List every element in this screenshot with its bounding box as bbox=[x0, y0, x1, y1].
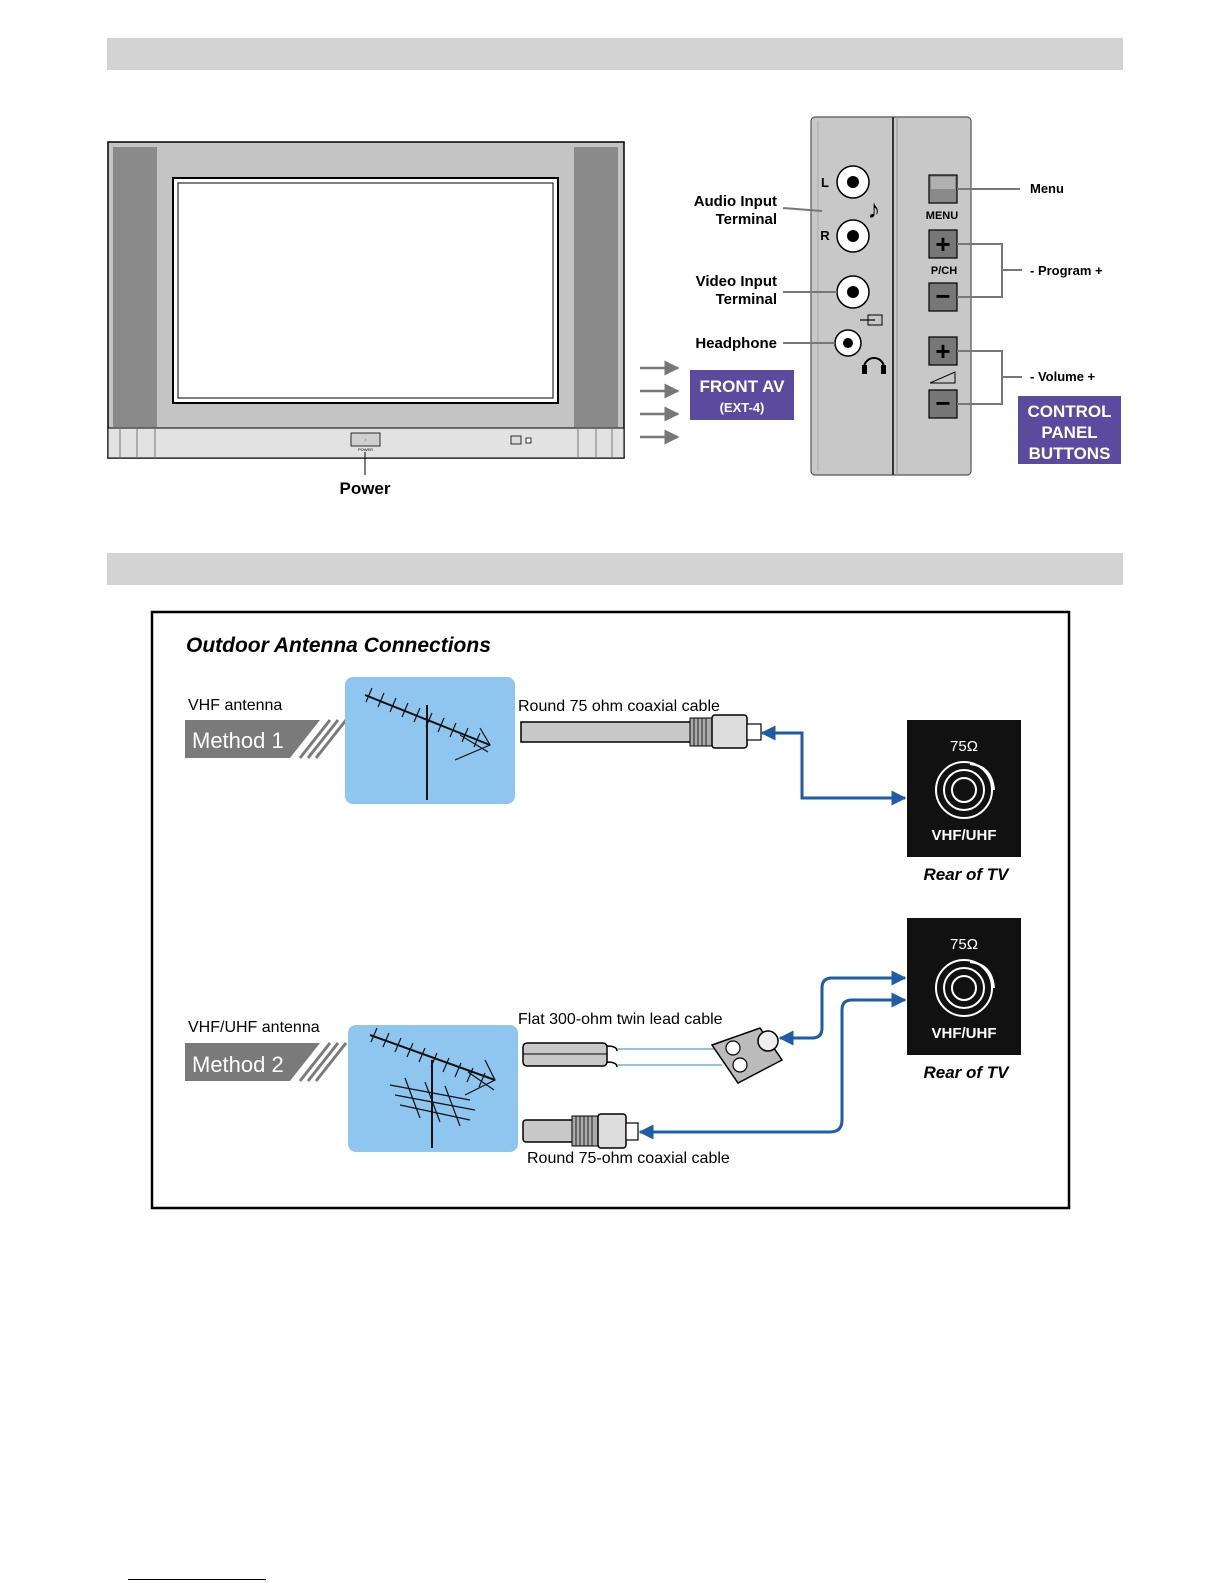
pch-button-text: P/CH bbox=[931, 265, 957, 277]
audio-input-label: Audio Input Terminal bbox=[694, 193, 777, 228]
vhf-uhf-antenna-image bbox=[348, 1025, 518, 1152]
vhf-antenna-image bbox=[345, 677, 515, 804]
headphone-icon bbox=[862, 357, 886, 374]
volume-plus-button[interactable]: + bbox=[928, 336, 958, 366]
svg-text:+: + bbox=[935, 229, 950, 259]
headphone-jack[interactable] bbox=[834, 329, 862, 357]
power-button-text: POWER bbox=[358, 447, 373, 452]
program-minus-button[interactable]: − bbox=[928, 281, 958, 312]
method1-cable-label: Round 75 ohm coaxial cable bbox=[518, 698, 720, 715]
svg-text:CONTROL: CONTROL bbox=[1027, 402, 1111, 421]
svg-text:Audio Input: Audio Input bbox=[694, 193, 777, 210]
program-label: - Program + bbox=[1030, 263, 1103, 278]
vhf-uhf-antenna-label: VHF/UHF antenna bbox=[188, 1019, 320, 1036]
volume-minus-button[interactable]: − bbox=[928, 388, 958, 419]
coax-cable-method2 bbox=[522, 1113, 639, 1149]
menu-label: Menu bbox=[1030, 181, 1064, 196]
right-speaker-grille bbox=[574, 147, 618, 427]
coax-cable-method1 bbox=[520, 714, 762, 749]
audio-left-jack[interactable] bbox=[836, 165, 870, 199]
footer-rule bbox=[128, 1579, 266, 1580]
music-note-icon: ♪ bbox=[868, 194, 881, 224]
svg-text:Video Input: Video Input bbox=[696, 273, 777, 290]
tv-front-view bbox=[107, 141, 625, 459]
rear-socket-2: 75Ω VHF/UHF bbox=[907, 918, 1021, 1055]
method2-badge: Method 2 bbox=[185, 1042, 348, 1082]
method1-connection-arrow bbox=[760, 725, 907, 806]
svg-text:◦: ◦ bbox=[365, 438, 367, 444]
side-av-panel bbox=[810, 116, 972, 476]
rear-of-tv-label-1: Rear of TV bbox=[923, 865, 1010, 884]
svg-text:Terminal: Terminal bbox=[716, 291, 777, 308]
menu-button-text: MENU bbox=[926, 210, 958, 222]
menu-button[interactable] bbox=[928, 174, 958, 204]
svg-text:BUTTONS: BUTTONS bbox=[1029, 444, 1111, 463]
video-input-jack[interactable] bbox=[836, 275, 870, 309]
front-av-badge: FRONT AV (EXT-4) bbox=[690, 370, 794, 420]
front-av-arrows bbox=[640, 360, 680, 445]
left-speaker-grille bbox=[113, 147, 157, 427]
audio-right-jack[interactable] bbox=[836, 219, 870, 253]
section-header-bar-antenna bbox=[107, 553, 1123, 585]
method2-flat-cable-label: Flat 300-ohm twin lead cable bbox=[518, 1011, 723, 1028]
svg-text:75Ω: 75Ω bbox=[950, 738, 978, 755]
video-input-label: Video Input Terminal bbox=[696, 273, 777, 308]
section-header-bar-top bbox=[107, 38, 1123, 70]
svg-text:+: + bbox=[935, 336, 950, 366]
volume-label: - Volume + bbox=[1030, 369, 1096, 384]
method2-coax-arrow bbox=[638, 992, 907, 1140]
rear-socket-1: 75Ω VHF/UHF bbox=[907, 720, 1021, 857]
svg-text:VHF/UHF: VHF/UHF bbox=[932, 1025, 997, 1042]
method2-round-cable-label: Round 75-ohm coaxial cable bbox=[527, 1150, 730, 1167]
svg-text:VHF/UHF: VHF/UHF bbox=[932, 827, 997, 844]
rear-of-tv-label-2: Rear of TV bbox=[923, 1063, 1010, 1082]
left-channel-label: L bbox=[821, 175, 829, 190]
right-channel-label: R bbox=[820, 228, 830, 243]
svg-text:75Ω: 75Ω bbox=[950, 936, 978, 953]
tv-screen bbox=[172, 177, 559, 404]
svg-text:Terminal: Terminal bbox=[716, 211, 777, 228]
svg-text:−: − bbox=[935, 388, 950, 418]
headphone-label: Headphone bbox=[695, 335, 777, 352]
svg-text:(EXT-4): (EXT-4) bbox=[720, 400, 765, 415]
power-label: Power bbox=[339, 479, 390, 498]
program-plus-button[interactable]: + bbox=[928, 229, 958, 259]
volume-icon bbox=[929, 371, 956, 384]
vhf-antenna-label: VHF antenna bbox=[188, 697, 282, 714]
control-panel-badge: CONTROL PANEL BUTTONS bbox=[1018, 396, 1121, 464]
antenna-title: Outdoor Antenna Connections bbox=[186, 634, 491, 657]
video-input-icon bbox=[860, 314, 883, 326]
svg-text:−: − bbox=[935, 281, 950, 311]
power-button[interactable]: ◦ POWER bbox=[350, 432, 381, 452]
svg-text:FRONT AV: FRONT AV bbox=[700, 377, 786, 396]
method1-badge: Method 1 bbox=[185, 719, 348, 759]
antenna-diagram-frame bbox=[150, 610, 1071, 1210]
svg-text:Method 1: Method 1 bbox=[192, 728, 284, 753]
svg-text:Method 2: Method 2 bbox=[192, 1052, 284, 1077]
svg-text:PANEL: PANEL bbox=[1041, 423, 1097, 442]
